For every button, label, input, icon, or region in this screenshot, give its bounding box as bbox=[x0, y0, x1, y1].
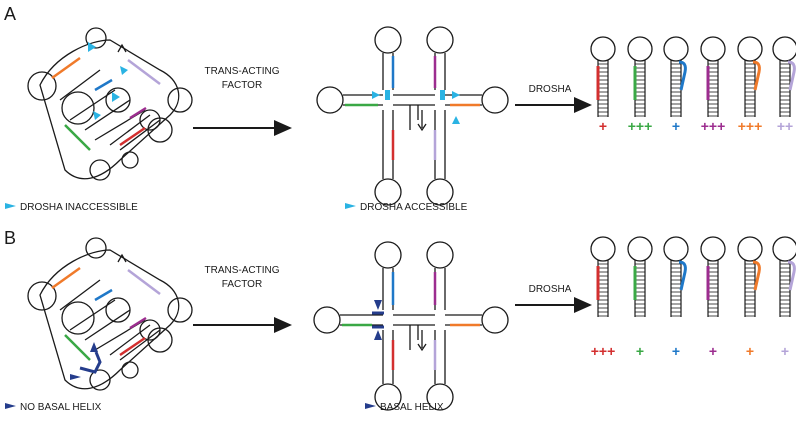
hairpin-green bbox=[627, 36, 653, 117]
colored-strands-folded bbox=[51, 56, 161, 151]
hairpin-blue bbox=[663, 236, 689, 317]
arrow-label-line1: TRANS-ACTING bbox=[205, 66, 280, 77]
unfolded-colored-strands bbox=[342, 272, 480, 370]
hairpin-orange bbox=[737, 236, 763, 317]
processing-score: ++ bbox=[777, 118, 793, 134]
navy-arrowhead-icon bbox=[365, 403, 376, 409]
hairpin-strand-lavender bbox=[787, 60, 796, 91]
unfolded-structure bbox=[316, 26, 509, 206]
hairpin-products: +++++++++++++ bbox=[590, 36, 796, 134]
cyan-arrowhead-icon bbox=[5, 203, 16, 209]
hairpin-loop bbox=[590, 236, 616, 262]
panel-a: A bbox=[4, 4, 796, 213]
processing-score: + bbox=[599, 118, 607, 134]
hairpin-products: ++++++++ bbox=[590, 236, 796, 359]
hairpin-red bbox=[590, 36, 616, 117]
unfolded-colored-strands bbox=[345, 56, 480, 160]
processing-score: + bbox=[746, 343, 754, 359]
legend-left: NO BASAL HELIX bbox=[20, 402, 102, 413]
hairpin-loop bbox=[663, 236, 689, 262]
hairpin-strand-blue bbox=[678, 60, 687, 91]
legend-mid: BASAL HELIX bbox=[380, 402, 444, 413]
processing-score: + bbox=[672, 343, 680, 359]
processing-score: + bbox=[672, 118, 680, 134]
processing-score: + bbox=[709, 343, 717, 359]
hairpin-orange bbox=[737, 36, 763, 117]
hairpin-loop bbox=[700, 36, 726, 62]
legend-mid: DROSHA ACCESSIBLE bbox=[360, 202, 468, 213]
navy-marker-icon-group bbox=[374, 300, 382, 340]
panel-letter: A bbox=[4, 4, 16, 24]
folded-precursor bbox=[27, 27, 193, 181]
hairpin-purple bbox=[700, 36, 726, 117]
panel-letter: B bbox=[4, 228, 16, 248]
hairpin-loop bbox=[627, 36, 653, 62]
hairpin-lavender bbox=[772, 36, 796, 117]
cyan-marker-icon-group bbox=[88, 42, 128, 120]
processing-score: +++ bbox=[628, 118, 653, 134]
arrow-label-line1: TRANS-ACTING bbox=[205, 265, 280, 276]
hairpin-purple bbox=[700, 236, 726, 317]
hairpin-loop bbox=[663, 36, 689, 62]
processing-score: + bbox=[636, 343, 644, 359]
hairpin-red bbox=[590, 236, 616, 317]
hairpin-loop bbox=[627, 236, 653, 262]
hairpin-strand-lavender bbox=[787, 260, 796, 291]
hairpin-strand-orange bbox=[752, 260, 761, 291]
processing-score: +++ bbox=[591, 343, 616, 359]
arrow-label-line2: FACTOR bbox=[222, 279, 262, 290]
cyan-arrowhead-icon bbox=[345, 203, 356, 209]
panel-b: B TRA bbox=[4, 228, 796, 413]
hairpin-strand-orange bbox=[752, 60, 761, 91]
hairpin-loop bbox=[700, 236, 726, 262]
arrow-label-line2: FACTOR bbox=[222, 80, 262, 91]
hairpin-blue bbox=[663, 36, 689, 117]
processing-score: +++ bbox=[701, 118, 726, 134]
hairpin-loop bbox=[590, 36, 616, 62]
arrow-label: DROSHA bbox=[529, 84, 572, 95]
hairpin-lavender bbox=[772, 236, 796, 317]
hairpin-loop bbox=[772, 36, 796, 62]
arrow-label: DROSHA bbox=[529, 284, 572, 295]
navy-marker-icon-group bbox=[70, 342, 98, 380]
legend-left: DROSHA INACCESSIBLE bbox=[20, 202, 138, 213]
hairpin-green bbox=[627, 236, 653, 317]
processing-score: + bbox=[781, 343, 789, 359]
hairpin-loop bbox=[737, 236, 763, 262]
navy-arrowhead-icon bbox=[5, 403, 16, 409]
colored-strands-folded bbox=[51, 266, 161, 374]
folded-precursor bbox=[27, 237, 193, 391]
cyan-marker-icon-group bbox=[372, 90, 460, 124]
processing-score: +++ bbox=[738, 118, 763, 134]
hairpin-loop bbox=[772, 236, 796, 262]
hairpin-loop bbox=[737, 36, 763, 62]
hairpin-strand-blue bbox=[678, 260, 687, 291]
